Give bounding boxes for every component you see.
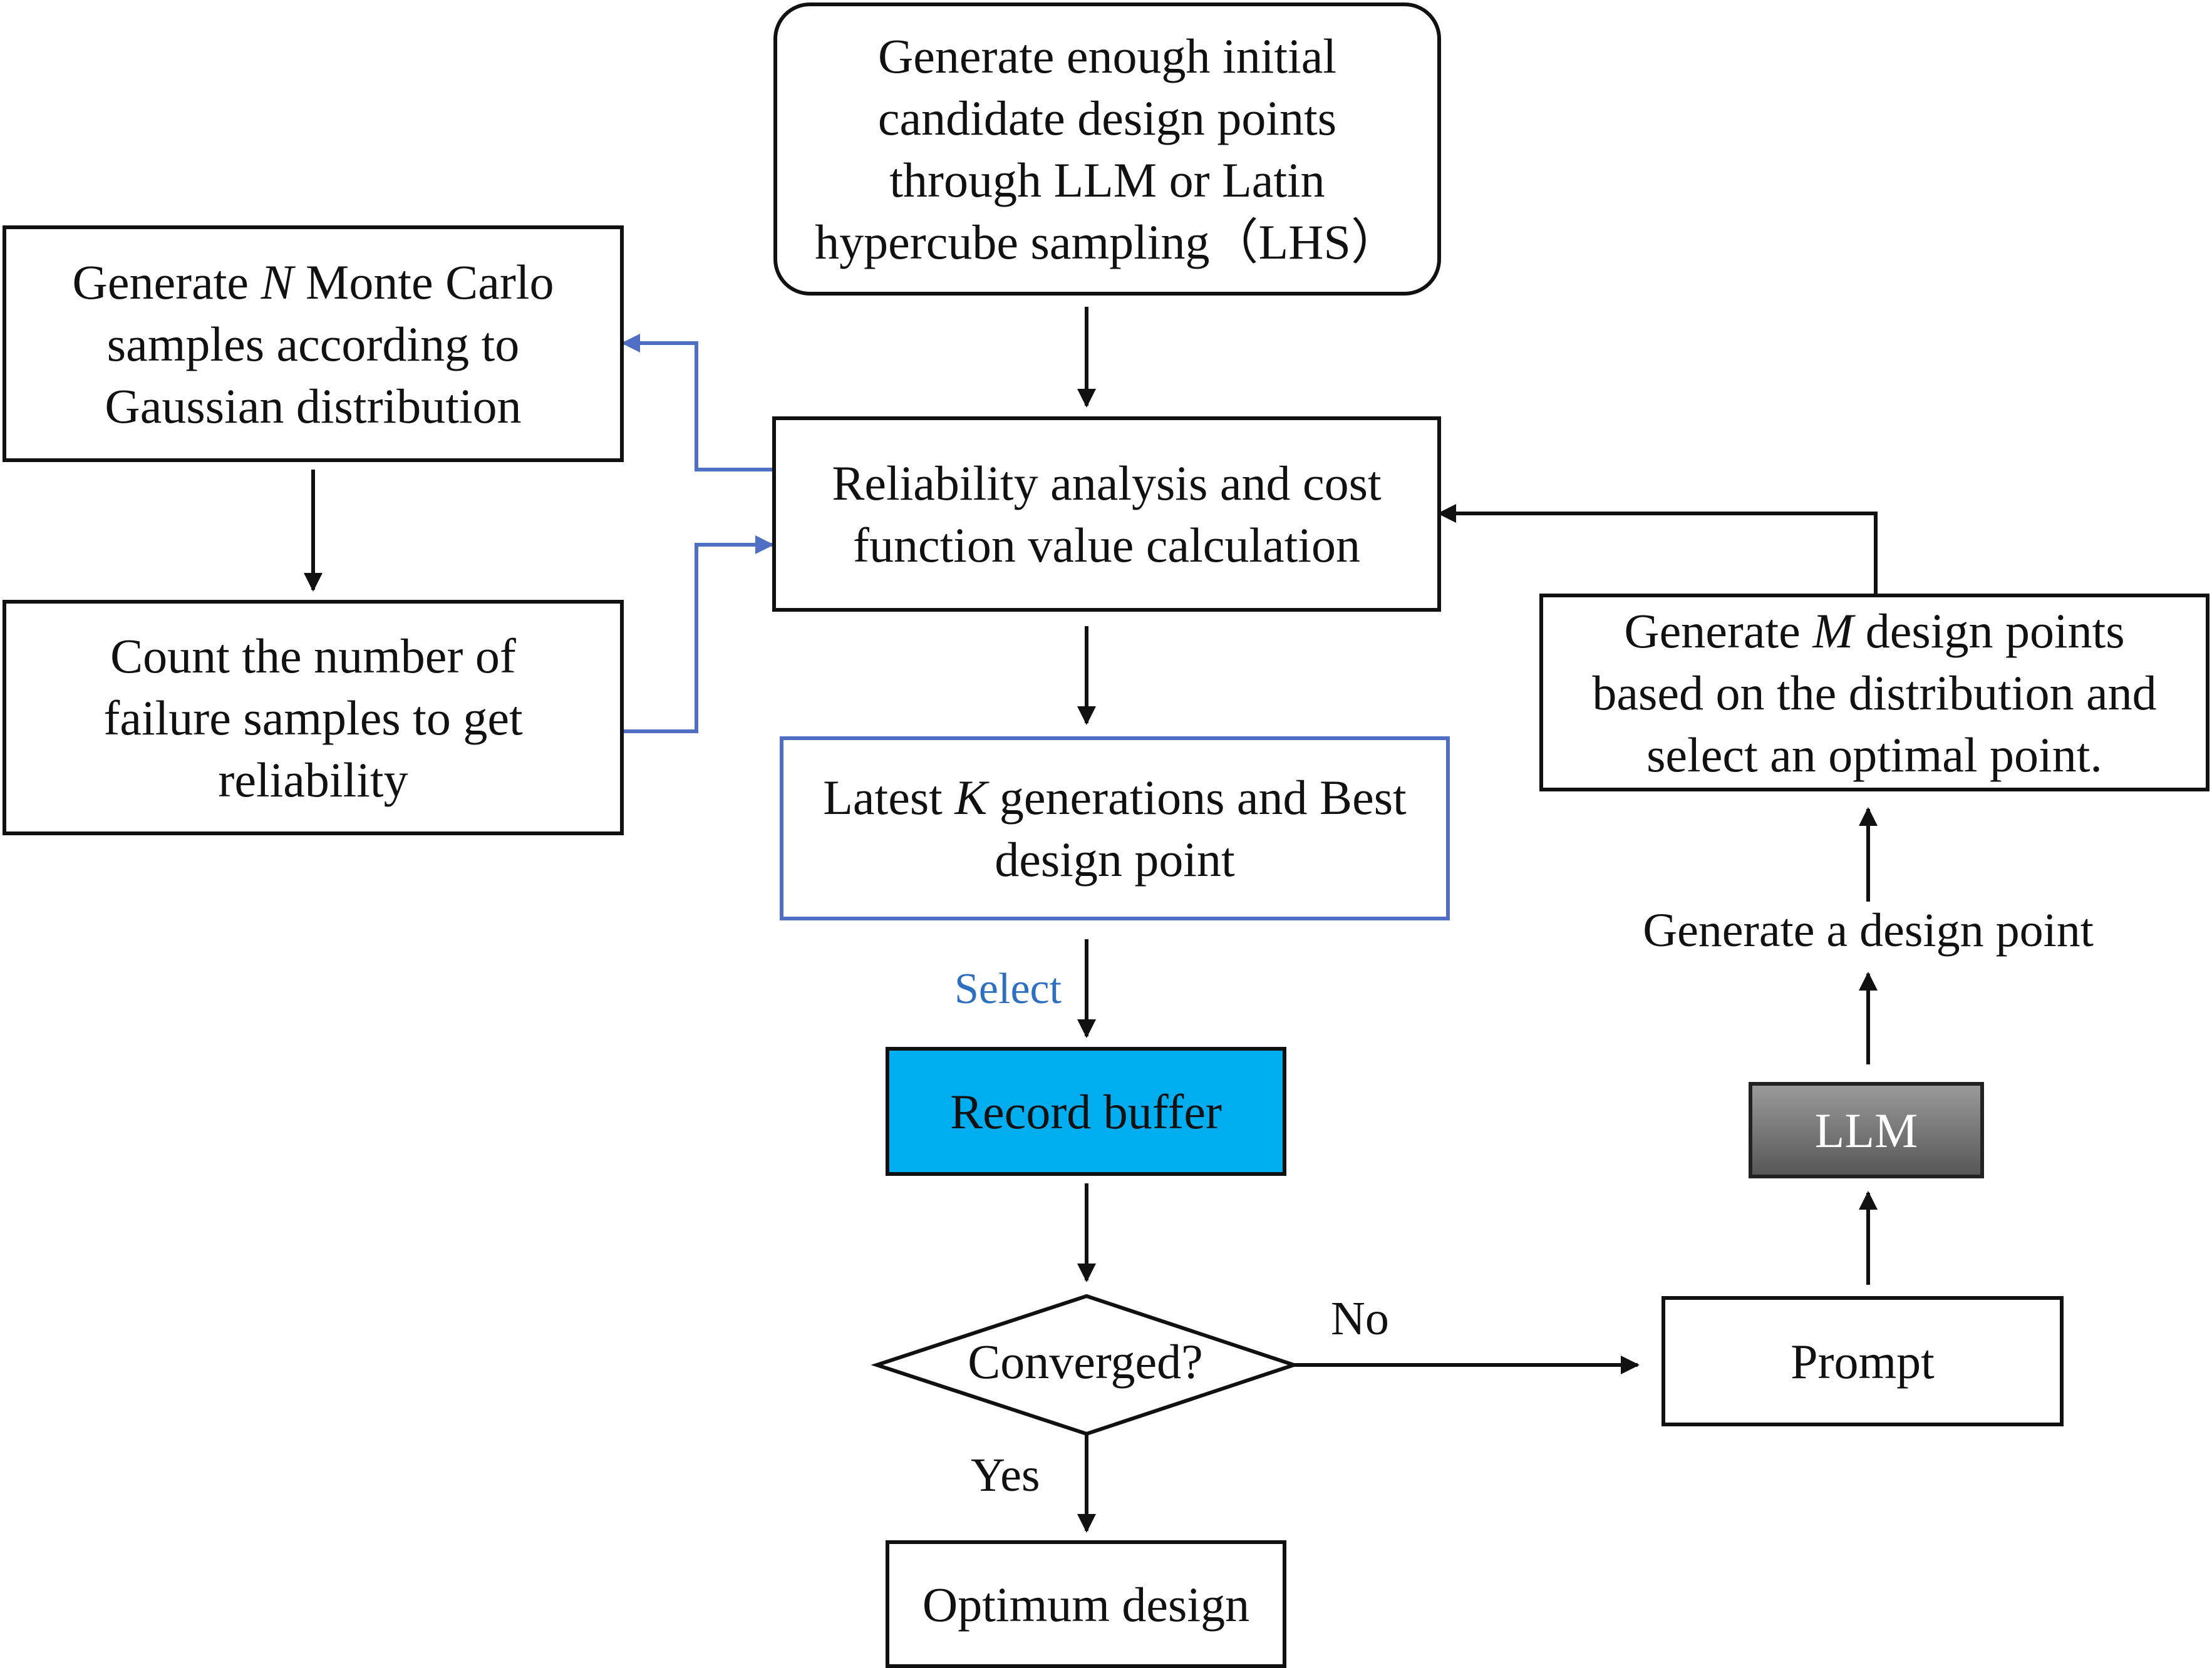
optimum-label: Optimum design bbox=[922, 1577, 1250, 1632]
prompt-node: Prompt bbox=[1662, 1296, 2064, 1426]
arrow-reliability-to-monte-carlo bbox=[621, 334, 772, 471]
init-line-1: Generate enough initial bbox=[877, 29, 1337, 83]
llm-label: LLM bbox=[1814, 1103, 1918, 1158]
count-node: Count the number of failure samples to g… bbox=[3, 600, 624, 835]
record-buffer-node: Record buffer bbox=[886, 1047, 1286, 1176]
latest-line-1: Latest K generations and Best bbox=[823, 770, 1407, 825]
select-label: Select bbox=[954, 965, 1062, 1013]
optimum-node: Optimum design bbox=[886, 1540, 1286, 1668]
init-line-2: candidate design points bbox=[877, 91, 1337, 145]
generate-m-line-2: based on the distribution and bbox=[1592, 665, 2157, 720]
init-line-4: hypercube sampling（LHS） bbox=[815, 215, 1400, 269]
generate-m-line-1: Generate M design points bbox=[1624, 603, 2125, 658]
latest-line-2: design point bbox=[995, 832, 1235, 887]
reliability-node: Reliability analysis and cost function v… bbox=[772, 416, 1441, 612]
llm-node: LLM bbox=[1749, 1082, 1984, 1178]
arrow-count-to-reliability bbox=[623, 535, 774, 733]
monte-carlo-line-2: samples according to bbox=[106, 316, 520, 371]
record-buffer-label: Record buffer bbox=[950, 1084, 1222, 1139]
generate-m-node: Generate M design points based on the di… bbox=[1539, 594, 2209, 791]
generate-point-label: Generate a design point bbox=[1643, 904, 2094, 957]
count-line-3: reliability bbox=[218, 752, 408, 807]
converged-label: Converged? bbox=[968, 1334, 1203, 1389]
arrow-generate-m-to-reliability bbox=[1437, 504, 1878, 594]
reliability-line-1: Reliability analysis and cost bbox=[832, 456, 1382, 510]
count-line-1: Count the number of bbox=[110, 628, 516, 683]
monte-carlo-node: Generate N Monte Carlo samples according… bbox=[3, 225, 624, 462]
generate-m-line-3: select an optimal point. bbox=[1646, 727, 2102, 782]
latest-node: Latest K generations and Best design poi… bbox=[780, 736, 1450, 920]
prompt-label: Prompt bbox=[1791, 1334, 1935, 1389]
yes-label: Yes bbox=[971, 1449, 1040, 1501]
no-label: No bbox=[1331, 1292, 1389, 1345]
monte-carlo-line-3: Gaussian distribution bbox=[105, 378, 522, 433]
init-node: Generate enough initial candidate design… bbox=[773, 3, 1441, 296]
count-line-2: failure samples to get bbox=[103, 690, 523, 745]
converged-diamond bbox=[871, 1294, 1300, 1436]
monte-carlo-line-1: Generate N Monte Carlo bbox=[72, 254, 554, 309]
reliability-line-2: function value calculation bbox=[852, 518, 1360, 572]
init-line-3: through LLM or Latin bbox=[889, 153, 1325, 207]
